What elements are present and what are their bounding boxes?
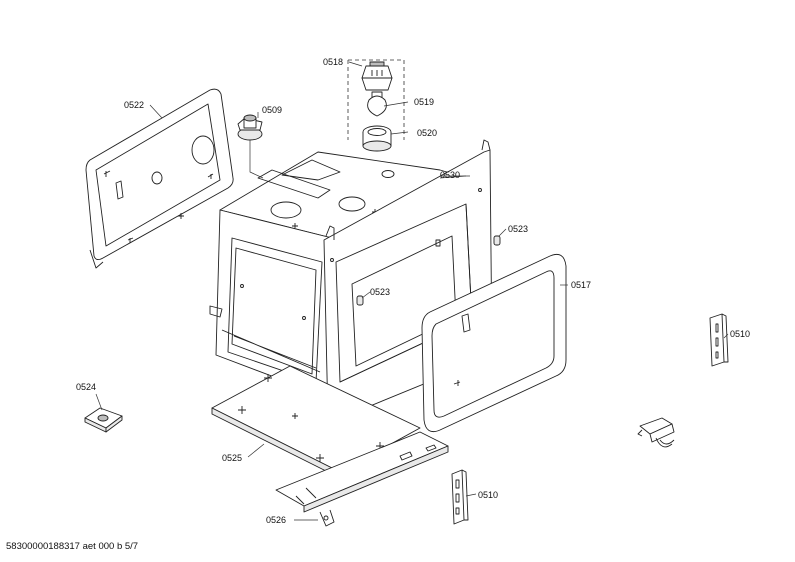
hinge-part-0510-right [709,313,729,367]
part-label-0519: 0519 [414,97,434,107]
part-label-0525: 0525 [222,453,242,463]
part-label-0520: 0520 [417,128,437,138]
hinge-part-0510-bottom [451,469,469,525]
fan-motor-part-0509 [237,114,264,179]
bulb-part-0519 [367,91,387,117]
part-label-0522: 0522 [124,100,144,110]
part-label-0510-right: 0510 [730,329,750,339]
part-label-0517: 0517 [571,280,591,290]
pad-part-0524 [84,407,123,433]
clip-part-0523-right [493,235,501,246]
part-label-0518: 0518 [323,57,343,67]
part-label-0524: 0524 [76,382,96,392]
part-label-0523-left: 0523 [370,287,390,297]
bottom-bracket-part-0526 [275,431,449,527]
hinge-bracket-part [637,417,675,448]
clip-part-0523-left [356,295,364,306]
part-label-0510-bottom: 0510 [478,490,498,500]
part-label-0530: 0530 [440,170,460,180]
glass-cover-part-0520 [362,125,392,152]
part-label-0523-right: 0523 [508,224,528,234]
side-panel-part-0522 [85,88,234,269]
base-plate-part-0525 [211,365,421,479]
door-seal-part-0517 [421,253,567,433]
lamp-holder-part-0518 [361,61,393,91]
lamp-assembly [347,59,405,152]
part-labels: 0518 0519 0520 0522 0509 0530 0523 0523 … [76,57,750,525]
document-id-footer: 58300000188317 aet 000 b 5/7 [6,541,139,552]
leader-lines [95,61,729,521]
part-label-0526: 0526 [266,515,286,525]
part-label-0509: 0509 [262,105,282,115]
